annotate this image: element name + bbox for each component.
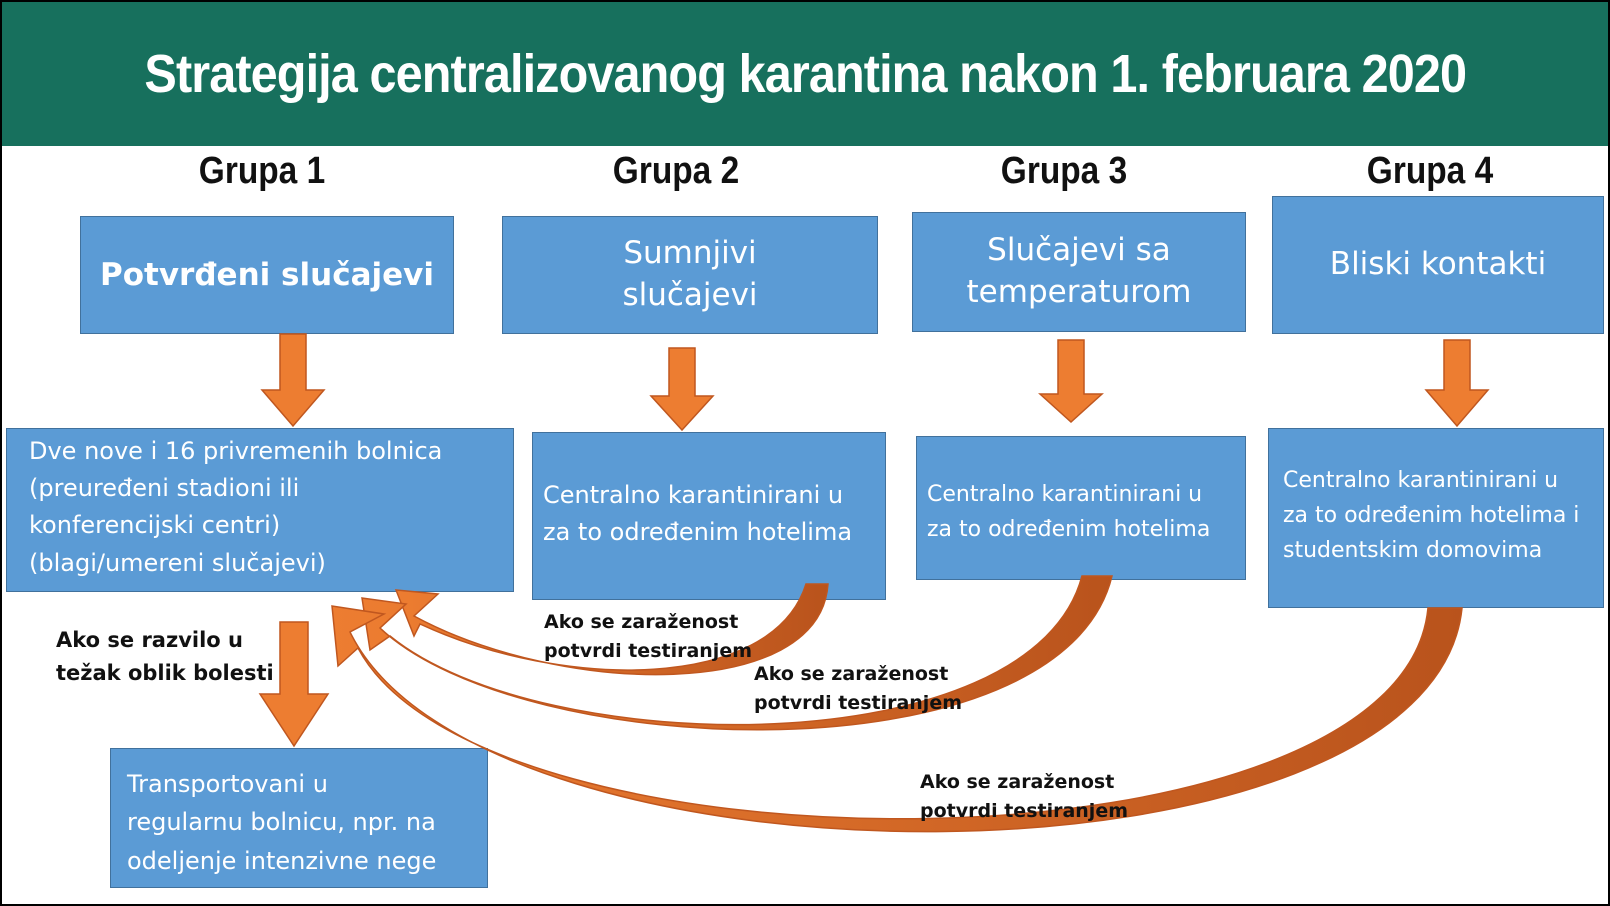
group-2-destination-line-2: za to određenim hotelima (543, 518, 853, 547)
group-4-return-arrow (331, 605, 1463, 833)
group-4-category: Bliski kontakti (1329, 246, 1547, 283)
group-1-destination-line-2: (preuređeni stadioni ili (29, 474, 300, 503)
group-3-down-arrow (1038, 339, 1104, 424)
group-2-destination-box: Centralno karantinirani u za to određeni… (532, 432, 886, 600)
group-3-return-arrow (361, 575, 1113, 731)
group-1-down-arrow (260, 333, 326, 428)
group-1-destination-line-1: Dve nove i 16 privremenih bolnica (29, 437, 443, 465)
group-3-return-line-1: Ako se zaraženost (754, 663, 949, 685)
group-3-return-line-2: potvrdi testiranjem (754, 692, 963, 715)
group-1-destination-line-3: konferencijski centri) (29, 511, 281, 540)
escalation-condition-line-2: težak oblik bolesti (56, 660, 274, 685)
hospital-transfer-line-1: Transportovani u (127, 770, 328, 798)
group-4-destination-box: Centralno karantinirani u za to određeni… (1268, 428, 1604, 608)
group-4-return-label: Ako se zaraženost potvrdi testiranjem (920, 768, 1128, 827)
hospital-transfer-box: Transportovani u regularnu bolnicu, npr.… (110, 748, 488, 888)
group-2-category-line-1: Sumnjivi (623, 235, 757, 272)
group-2-down-arrow (649, 347, 715, 432)
group-4-category-box: Bliski kontakti (1272, 196, 1604, 334)
group-3-heading: Grupa 3 (1000, 150, 1128, 192)
group-2-category-line-2: slučajevi (622, 277, 758, 313)
escalation-down-arrow (258, 621, 330, 748)
group-4-destination-line-1: Centralno karantinirani u (1283, 468, 1559, 493)
group-3-destination-box: Centralno karantinirani u za to određeni… (916, 436, 1246, 580)
group-2-return-line-2: potvrdi testiranjem (544, 640, 753, 663)
group-1-category-box: Potvrđeni slučajevi (80, 216, 454, 334)
group-3-category-box: Slučajevi sa temperaturom (912, 212, 1246, 332)
escalation-condition-label: Ako se razvilo u težak oblik bolesti (56, 624, 274, 689)
group-4-heading: Grupa 4 (1366, 150, 1494, 192)
diagram-title: Strategija centralizovanog karantina nak… (144, 44, 1467, 104)
group-2-return-label: Ako se zaraženost potvrdi testiranjem (544, 608, 752, 667)
group-1-destination-line-4: (blagi/umereni slučajevi) (29, 548, 326, 577)
group-1-heading: Grupa 1 (198, 150, 326, 192)
escalation-condition-line-1: Ako se razvilo u (56, 628, 243, 652)
group-2-return-line-1: Ako se zaraženost (544, 611, 739, 633)
group-2-destination-line-1: Centralno karantinirani u (543, 481, 844, 509)
group-4-down-arrow (1424, 339, 1490, 428)
hospital-transfer-line-3: odeljenje intenzivne nege (127, 846, 437, 875)
group-4-return-line-2: potvrdi testiranjem (920, 800, 1129, 823)
group-4-destination-line-2: za to određenim hotelima i (1283, 503, 1580, 529)
group-1-destination-box: Dve nove i 16 privremenih bolnica (preur… (6, 428, 514, 592)
group-2-heading: Grupa 2 (612, 150, 740, 192)
group-2-category-box: Sumnjivi slučajevi (502, 216, 878, 334)
group-3-destination-line-1: Centralno karantinirani u (927, 482, 1203, 507)
group-2-return-arrow (394, 583, 829, 676)
group-1-category: Potvrđeni slučajevi (100, 257, 434, 293)
group-4-destination-line-3: studentskim domovima (1283, 538, 1543, 564)
group-3-return-label: Ako se zaraženost potvrdi testiranjem (754, 660, 962, 719)
group-3-category-line-1: Slučajevi sa (987, 232, 1171, 269)
group-3-category-line-2: temperaturom (966, 274, 1192, 310)
group-3-destination-line-2: za to određenim hotelima (927, 517, 1211, 543)
hospital-transfer-line-2: regularnu bolnicu, npr. na (127, 808, 436, 837)
group-4-return-line-1: Ako se zaraženost (920, 771, 1115, 793)
title-banner: Strategija centralizovanog karantina nak… (2, 2, 1608, 146)
